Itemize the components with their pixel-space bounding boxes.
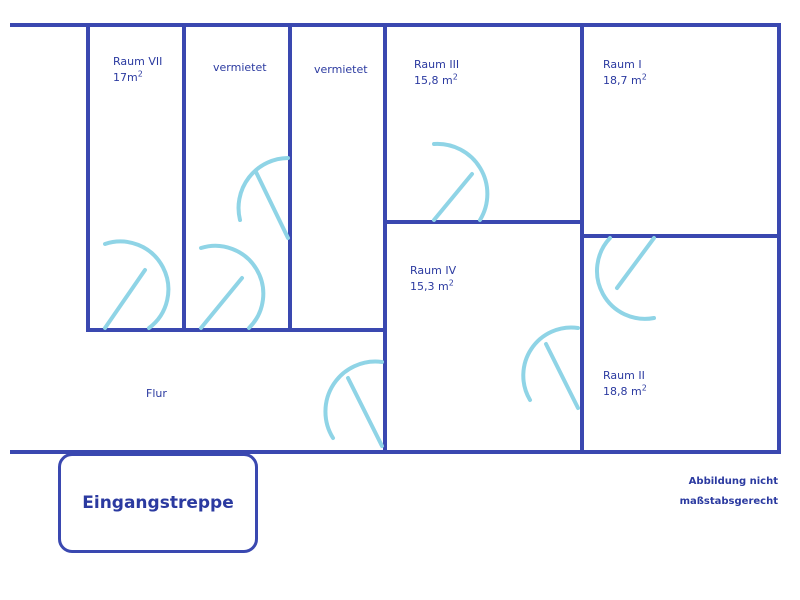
door-vermietet1-arc (199, 243, 266, 330)
raum7-area: 17m2 (113, 69, 143, 84)
raum7-name: Raum VII (113, 55, 163, 68)
door-raum3-leaf (432, 172, 474, 222)
flur-name: Flur (146, 387, 167, 400)
scale-note: Abbildung nicht maßstabsgerecht (680, 472, 778, 512)
raum3-name: Raum III (414, 58, 460, 71)
door-raum4-arc (521, 325, 580, 402)
vermietet2-name: vermietet (314, 63, 368, 76)
label-raum7: Raum VII 17m2 (113, 54, 162, 86)
door-flur-arc (323, 359, 384, 440)
door-vermietet1-leaf (199, 276, 244, 330)
raum2-name: Raum II (603, 369, 645, 382)
door-raum1-leaf (615, 236, 656, 290)
door-raum4-leaf (544, 342, 580, 410)
raum1-name: Raum I (603, 58, 642, 71)
label-raum3: Raum III 15,8 m2 (414, 57, 459, 89)
scale-note-line2: maßstabsgerecht (679, 496, 778, 507)
doors (103, 141, 656, 448)
raum2-area: 18,8 m2 (603, 383, 647, 398)
door-raum7-arc (103, 239, 171, 330)
label-vermietet2: vermietet (314, 62, 368, 78)
raum4-name: Raum IV (410, 264, 457, 277)
raum3-area: 15,8 m2 (414, 72, 458, 87)
door-raum1-arc (595, 236, 656, 321)
door-vermietet1-upper-arc (236, 156, 290, 222)
door-vermietet1-upper-leaf (254, 170, 290, 240)
vermietet1-name: vermietet (213, 61, 267, 74)
label-flur: Flur (146, 386, 167, 402)
stair-label: Eingangstreppe (82, 493, 234, 513)
label-raum4: Raum IV 15,3 m2 (410, 263, 456, 295)
door-raum3-arc (432, 141, 490, 222)
scale-note-line1: Abbildung nicht (688, 476, 778, 487)
label-raum2: Raum II 18,8 m2 (603, 368, 647, 400)
raum1-area: 18,7 m2 (603, 72, 647, 87)
door-flur-leaf (346, 376, 384, 448)
raum4-area: 15,3 m2 (410, 278, 454, 293)
walls (10, 23, 781, 454)
entrance-stairs: Eingangstreppe (58, 453, 258, 553)
label-raum1: Raum I 18,7 m2 (603, 57, 647, 89)
label-vermietet1: vermietet (213, 60, 267, 76)
door-raum7-leaf (103, 268, 147, 330)
